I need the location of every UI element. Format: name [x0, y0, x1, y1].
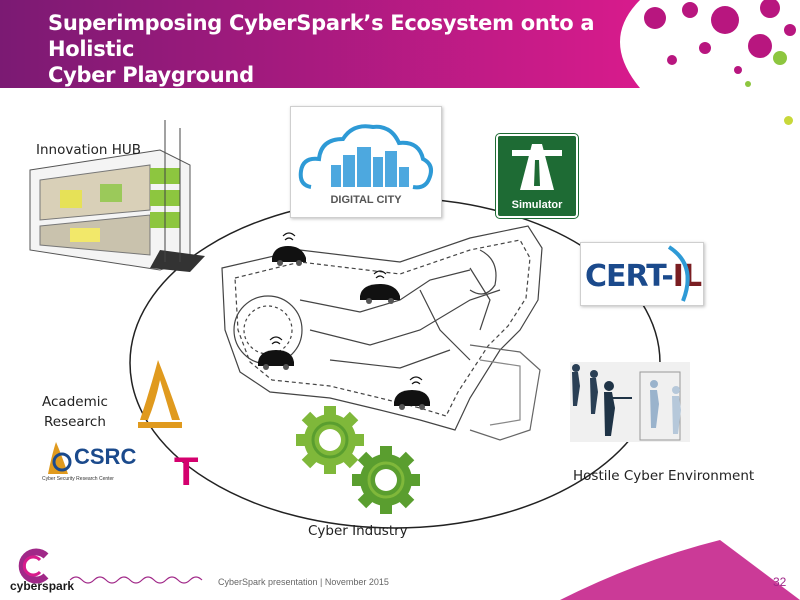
cloud-city-icon: DIGITAL CITY — [298, 124, 433, 206]
gear-icon — [296, 406, 364, 474]
label-academic-line-2: Research — [43, 414, 106, 430]
footer-brand: cyberspark — [10, 579, 75, 593]
car-icon — [360, 270, 400, 304]
cert-arc-icon — [667, 245, 690, 302]
hostile-environment-soldiers-icon — [570, 362, 690, 442]
title-banner — [0, 0, 796, 88]
innovation-hub-building-icon — [29, 120, 205, 272]
page-number: 32 — [773, 575, 787, 589]
slide-title: Superimposing CyberSpark’s Ecosystem ont… — [48, 10, 608, 88]
highway-sign-icon — [512, 144, 562, 190]
footer-wave — [69, 576, 203, 584]
csrc-emblem-icon — [48, 442, 72, 474]
car-icon — [394, 376, 430, 410]
label-academic-line-1: Academic — [42, 394, 108, 410]
digital-city-logo: DIGITAL CITY — [290, 106, 442, 218]
label-cyber-industry: Cyber Industry — [308, 523, 408, 539]
title-line-2: Cyber Playground — [48, 63, 254, 87]
label-hostile-environment: Hostile Cyber Environment — [573, 468, 755, 484]
csrc-subtitle: Cyber Security Research Center — [42, 476, 114, 482]
decorative-dot — [784, 116, 793, 125]
gear-icon — [352, 446, 420, 514]
simulator-logo: Simulator — [495, 133, 579, 219]
cert-prefix: CERT- — [585, 259, 674, 294]
digital-city-text: DIGITAL CITY — [330, 194, 402, 206]
footer-text: CyberSpark presentation | November 2015 — [218, 577, 389, 587]
title-line-1: Superimposing CyberSpark’s Ecosystem ont… — [48, 11, 595, 61]
csrc-name: CSRC — [74, 444, 137, 469]
university-emblem-icon — [138, 360, 182, 428]
decorative-dots — [644, 0, 796, 74]
simulator-text: Simulator — [511, 199, 563, 211]
cert-il-logo: CERT-IL — [580, 242, 704, 306]
track-map — [221, 225, 543, 441]
footer-swoosh — [560, 540, 800, 600]
car-icon — [272, 232, 306, 266]
csrc-logo: CSRC Cyber Security Research Center — [40, 440, 144, 490]
t-mark-logo: T — [174, 450, 199, 494]
cyberspark-logo-icon — [18, 548, 49, 584]
car-icon — [258, 336, 294, 370]
label-academic-research: Academic Research — [42, 392, 108, 432]
label-innovation-hub: Innovation HUB — [36, 142, 142, 158]
